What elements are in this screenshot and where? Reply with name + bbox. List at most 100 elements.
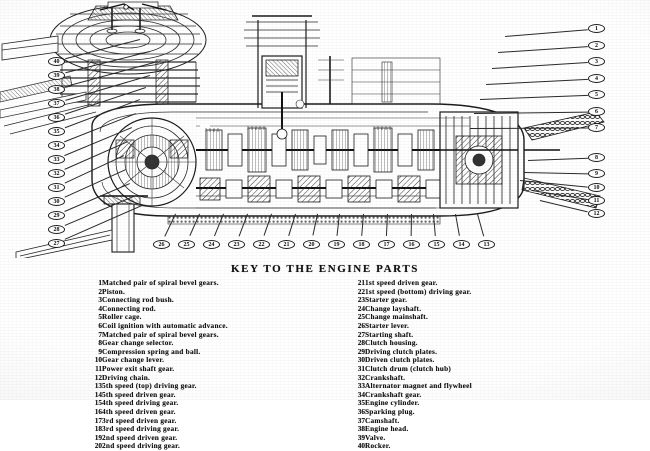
callout-bubble-10: 10 [588,183,605,192]
legend-row-number: 16 [94,406,102,416]
callout-bubble-39: 39 [48,71,65,80]
callout-bubble-34: 34 [48,141,65,150]
callout-bubble-29: 29 [48,211,65,220]
callout-bubble-21: 21 [278,240,295,249]
legend-row-number: 30 [357,355,365,365]
drawing-linework [0,1,605,258]
callout-bubble-31: 31 [48,183,65,192]
legend-row-number: 6 [98,320,102,330]
callout-bubble-27: 27 [48,239,65,248]
legend-row-number: 7 [98,329,102,339]
legend-row-number: 20 [94,441,102,451]
legend-row-label: Connecting rod bush. [102,295,174,305]
legend-row-label: 1st speed (bottom) driving gear. [365,286,472,296]
legend-row-number: 23 [357,295,365,305]
legend-row-number: 26 [357,320,365,330]
legend-row-label: 3rd speed driving gear. [102,424,180,434]
legend-row-label: Driving chain. [102,372,151,382]
legend-row-label: Power exit shaft gear. [102,363,175,373]
intake-tract [0,35,97,135]
legend-row-label: 1st speed driven gear. [365,278,438,287]
legend-row-number: 1 [98,278,102,287]
callout-bubble-26: 26 [153,240,170,249]
legend-row-number: 5 [98,312,102,322]
callout-bubble-4: 4 [588,74,605,83]
callout-bubble-18: 18 [353,240,370,249]
legend-row-label: Change mainshaft. [365,312,429,322]
legend-row-label: Roller cage. [102,312,142,322]
cutaway-svg [0,1,605,258]
callout-bubble-13: 13 [478,240,495,249]
callout-bubble-19: 19 [328,240,345,249]
legend-row-label: Compression spring and ball. [102,346,201,356]
callout-bubble-35: 35 [48,127,65,136]
callout-bubble-5: 5 [588,90,605,99]
callout-bubble-9: 9 [588,169,605,178]
callout-bubble-1: 1 [588,24,605,33]
callout-bubble-30: 30 [48,197,65,206]
legend-row-number: 14 [94,389,102,399]
legend-row-label: Change layshaft. [365,303,422,313]
finned-barrel [58,59,200,107]
legend-row-number: 8 [98,338,102,348]
legend-row-label: Coil ignition with automatic advance. [102,320,228,330]
flywheel-magneto [107,117,197,207]
legend-row-label: Valve. [365,432,386,442]
detail-scatter [196,56,470,209]
legend-row-label: Driving clutch plates. [365,346,438,356]
kick-start-lever [521,111,605,209]
callout-bubble-37: 37 [48,99,65,108]
legend-row-label: Sparking plug. [365,406,415,416]
legend-row-label: Piston. [102,286,126,296]
legend-row-label: Engine head. [365,424,409,434]
callout-bubble-40: 40 [48,57,65,66]
legend-row-number: 40 [357,441,365,451]
callout-bubble-36: 36 [48,113,65,122]
legend-row-label: Crankshaft. [365,372,406,382]
callout-bubble-20: 20 [303,240,320,249]
legend-row-label: Rocker. [365,441,391,451]
legend-row-label: 2nd speed driving gear. [102,441,181,451]
callout-bubble-28: 28 [48,225,65,234]
legend-row-number: 38 [357,424,365,434]
legend-row-label: 5th speed driven gear. [102,389,176,399]
callout-bubble-25: 25 [178,240,195,249]
legend-row-label: Gear change selector. [102,338,174,348]
mount-rail [167,215,441,225]
callout-bubble-33: 33 [48,155,65,164]
callout-bubble-7: 7 [588,123,605,132]
legend-row-number: 18 [94,424,102,434]
piston-and-bore [244,15,320,140]
legend-row-label: Starting shaft. [365,329,414,339]
callout-bubble-12: 12 [588,209,605,218]
legend-row-label: Connecting rod. [102,303,156,313]
legend-row-number: 2 [98,286,102,296]
legend-row-label: 2nd speed driven gear. [102,432,178,442]
legend-row-number: 36 [357,406,365,416]
legend-row-label: Crankshaft gear. [365,389,422,399]
legend-row-number: 15 [94,398,102,408]
